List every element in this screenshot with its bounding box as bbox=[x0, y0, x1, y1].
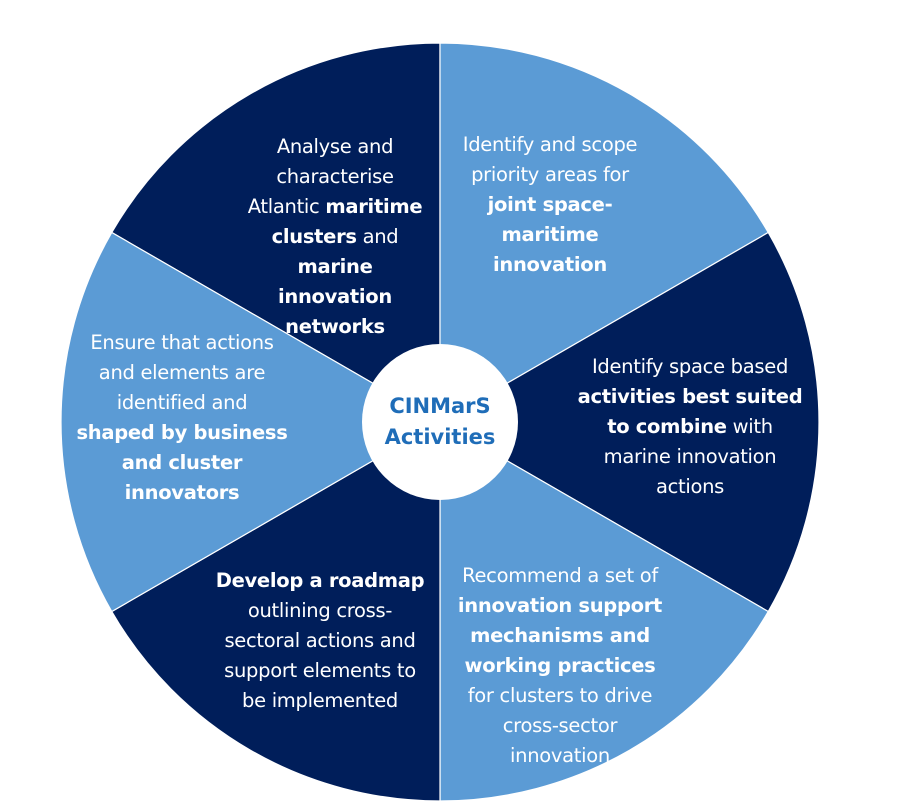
bold-run: innovators bbox=[124, 481, 240, 504]
text-run: characterise bbox=[276, 165, 394, 188]
bold-run: working practices bbox=[464, 654, 656, 677]
segment-text-line: priority areas for bbox=[442, 160, 658, 190]
bold-run: networks bbox=[285, 315, 385, 338]
center-title-line2: Activities bbox=[384, 425, 496, 449]
bold-run: innovation bbox=[492, 253, 607, 276]
segment-text-line: activities best suited bbox=[570, 382, 810, 412]
segment-text-line: Identify space based bbox=[570, 352, 810, 382]
bold-run: to combine bbox=[607, 415, 727, 438]
segment-text-line: mechanisms and bbox=[442, 621, 678, 651]
segment-text-line: Atlantic maritime bbox=[232, 192, 438, 222]
segment-text-line: innovation bbox=[442, 250, 658, 280]
segment-text-line: working practices bbox=[442, 651, 678, 681]
segment-text-line: and elements are bbox=[62, 358, 302, 388]
segment-text-line: outlining cross- bbox=[202, 596, 438, 626]
segment-text-line: identified and bbox=[62, 388, 302, 418]
text-run: Analyse and bbox=[276, 135, 394, 158]
bold-run: mechanisms and bbox=[470, 624, 650, 647]
center-circle bbox=[362, 344, 518, 500]
bold-run: and cluster bbox=[121, 451, 243, 474]
text-run: actions bbox=[655, 475, 725, 498]
segment-text-line: for clusters to drive bbox=[442, 681, 678, 711]
bold-run: clusters bbox=[271, 225, 357, 248]
text-run: Ensure that actions bbox=[90, 331, 274, 354]
text-run: Atlantic bbox=[247, 195, 326, 218]
segment-text-ensure: Ensure that actions and elements are ident… bbox=[62, 328, 302, 508]
text-run: with bbox=[726, 415, 773, 438]
center-label: CINMarS Activities bbox=[362, 344, 518, 500]
bold-run: maritime bbox=[325, 195, 423, 218]
text-run: and elements are bbox=[98, 361, 266, 384]
segment-roadmap bbox=[110, 420, 441, 802]
text-run: outlining cross- bbox=[247, 599, 393, 622]
segment-text-line: clusters and marine bbox=[232, 222, 438, 282]
segment-text-identify-space: Identify space based activities best suit… bbox=[570, 352, 810, 502]
bold-run: Develop a roadmap bbox=[215, 569, 425, 592]
bold-run: marine bbox=[297, 255, 373, 278]
segment-text-line: and cluster bbox=[62, 448, 302, 478]
segment-text-line: to combine with bbox=[570, 412, 810, 442]
bold-run: maritime bbox=[501, 223, 599, 246]
segment-text-line: Recommend a set of bbox=[442, 561, 678, 591]
text-run: Recommend a set of bbox=[462, 564, 658, 587]
bold-run: innovation support bbox=[457, 594, 663, 617]
segment-identify-space bbox=[438, 231, 820, 613]
segment-text-line: innovation bbox=[442, 741, 678, 771]
text-run: support elements to bbox=[224, 659, 416, 682]
text-run: Identify and scope bbox=[462, 133, 638, 156]
segment-recommend bbox=[439, 420, 770, 802]
segment-text-identify-scope: Identify and scope priority areas for join… bbox=[442, 130, 658, 280]
segment-text-roadmap: Develop a roadmap outlining cross-sectora… bbox=[202, 566, 438, 716]
text-run: Identify space based bbox=[591, 355, 789, 378]
text-run: identified and bbox=[116, 391, 248, 414]
text-run: marine innovation bbox=[603, 445, 777, 468]
segment-text-line: actions bbox=[570, 472, 810, 502]
segment-identify-scope bbox=[439, 42, 770, 424]
segment-text-line: Identify and scope bbox=[442, 130, 658, 160]
segment-text-recommend: Recommend a set of innovation support mech… bbox=[442, 561, 678, 771]
text-run: innovation bbox=[510, 744, 610, 767]
segment-text-line: characterise bbox=[232, 162, 438, 192]
segment-text-line: Analyse and bbox=[232, 132, 438, 162]
text-run: cross-sector bbox=[502, 714, 618, 737]
text-run: be implemented bbox=[242, 689, 398, 712]
segment-text-line: joint space- bbox=[442, 190, 658, 220]
bold-run: innovation bbox=[277, 285, 392, 308]
segment-text-line: Develop a roadmap bbox=[202, 566, 438, 596]
segment-text-line: be implemented bbox=[202, 686, 438, 716]
text-run: priority areas for bbox=[471, 163, 629, 186]
segment-text-line: support elements to bbox=[202, 656, 438, 686]
segment-analyse bbox=[110, 42, 441, 424]
bold-run: activities best suited bbox=[577, 385, 803, 408]
bold-run: shaped by business bbox=[76, 421, 288, 444]
segment-text-line: cross-sector bbox=[442, 711, 678, 741]
center-title-line1: CINMarS bbox=[389, 394, 491, 418]
segment-text-line: shaped by business bbox=[62, 418, 302, 448]
segment-text-line: innovation bbox=[232, 282, 438, 312]
text-run: sectoral actions and bbox=[224, 629, 416, 652]
bold-run: joint space- bbox=[487, 193, 613, 216]
segment-text-line: maritime bbox=[442, 220, 658, 250]
segment-text-line: sectoral actions and bbox=[202, 626, 438, 656]
segment-text-line: marine innovation bbox=[570, 442, 810, 472]
segment-text-line: innovators bbox=[62, 478, 302, 508]
text-run: and bbox=[356, 225, 399, 248]
segment-ensure bbox=[60, 231, 442, 613]
segment-text-line: networks bbox=[232, 312, 438, 342]
text-run: for clusters to drive bbox=[467, 684, 653, 707]
segment-text-line: innovation support bbox=[442, 591, 678, 621]
segment-text-line: Ensure that actions bbox=[62, 328, 302, 358]
